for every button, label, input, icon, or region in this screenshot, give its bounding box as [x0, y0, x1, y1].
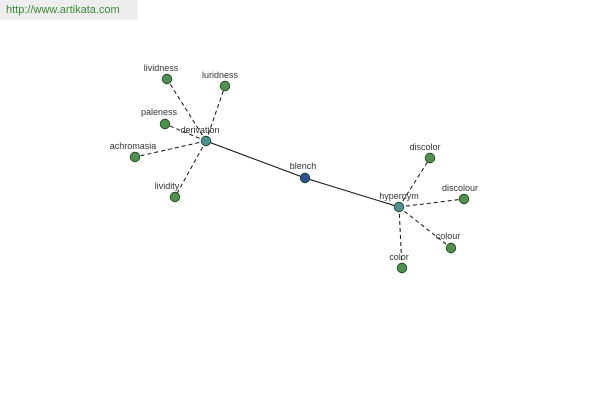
graph-edges	[134, 78, 465, 269]
label-lividity: lividity	[155, 181, 180, 191]
node-derivation[interactable]	[200, 135, 212, 147]
node-paleness[interactable]	[159, 118, 171, 130]
node-color[interactable]	[396, 262, 408, 274]
node-hypernym[interactable]	[393, 201, 405, 213]
label-derivation: derivation	[180, 125, 219, 135]
label-luridness: luridness	[202, 70, 239, 80]
graph-nodes	[129, 73, 470, 274]
label-hypernym: hypernym	[379, 191, 419, 201]
label-discolour: discolour	[442, 183, 478, 193]
node-blench[interactable]	[299, 172, 311, 184]
edge-blench-hypernym	[304, 177, 400, 208]
node-discolour[interactable]	[458, 193, 470, 205]
node-lividity[interactable]	[169, 191, 181, 203]
node-discolor[interactable]	[424, 152, 436, 164]
node-luridness[interactable]	[219, 80, 231, 92]
node-achromasia[interactable]	[129, 151, 141, 163]
node-lividness[interactable]	[161, 73, 173, 85]
edge-derivation-achromasia	[134, 140, 207, 158]
edge-derivation-lividity	[174, 140, 207, 198]
edge-hypernym-discolor	[398, 157, 431, 208]
label-achromasia: achromasia	[110, 141, 157, 151]
edge-hypernym-color	[398, 206, 403, 269]
label-discolor: discolor	[409, 142, 440, 152]
graph-labels: lividness luridness paleness achromasia livi…	[110, 63, 478, 262]
label-color: color	[389, 252, 409, 262]
label-colour: colour	[436, 231, 461, 241]
label-paleness: paleness	[141, 107, 178, 117]
edge-hypernym-colour	[398, 206, 452, 249]
source-url[interactable]: http://www.artikata.com	[6, 4, 120, 16]
source-banner: http://www.artikata.com	[0, 0, 138, 20]
edge-hypernym-discolour	[398, 198, 465, 208]
edge-derivation-lividness	[166, 78, 207, 142]
edge-blench-derivation	[205, 140, 306, 179]
label-lividness: lividness	[144, 63, 179, 73]
edge-derivation-paleness	[164, 123, 207, 142]
node-colour[interactable]	[445, 242, 457, 254]
label-blench: blench	[290, 161, 317, 171]
edge-derivation-luridness	[205, 85, 226, 142]
